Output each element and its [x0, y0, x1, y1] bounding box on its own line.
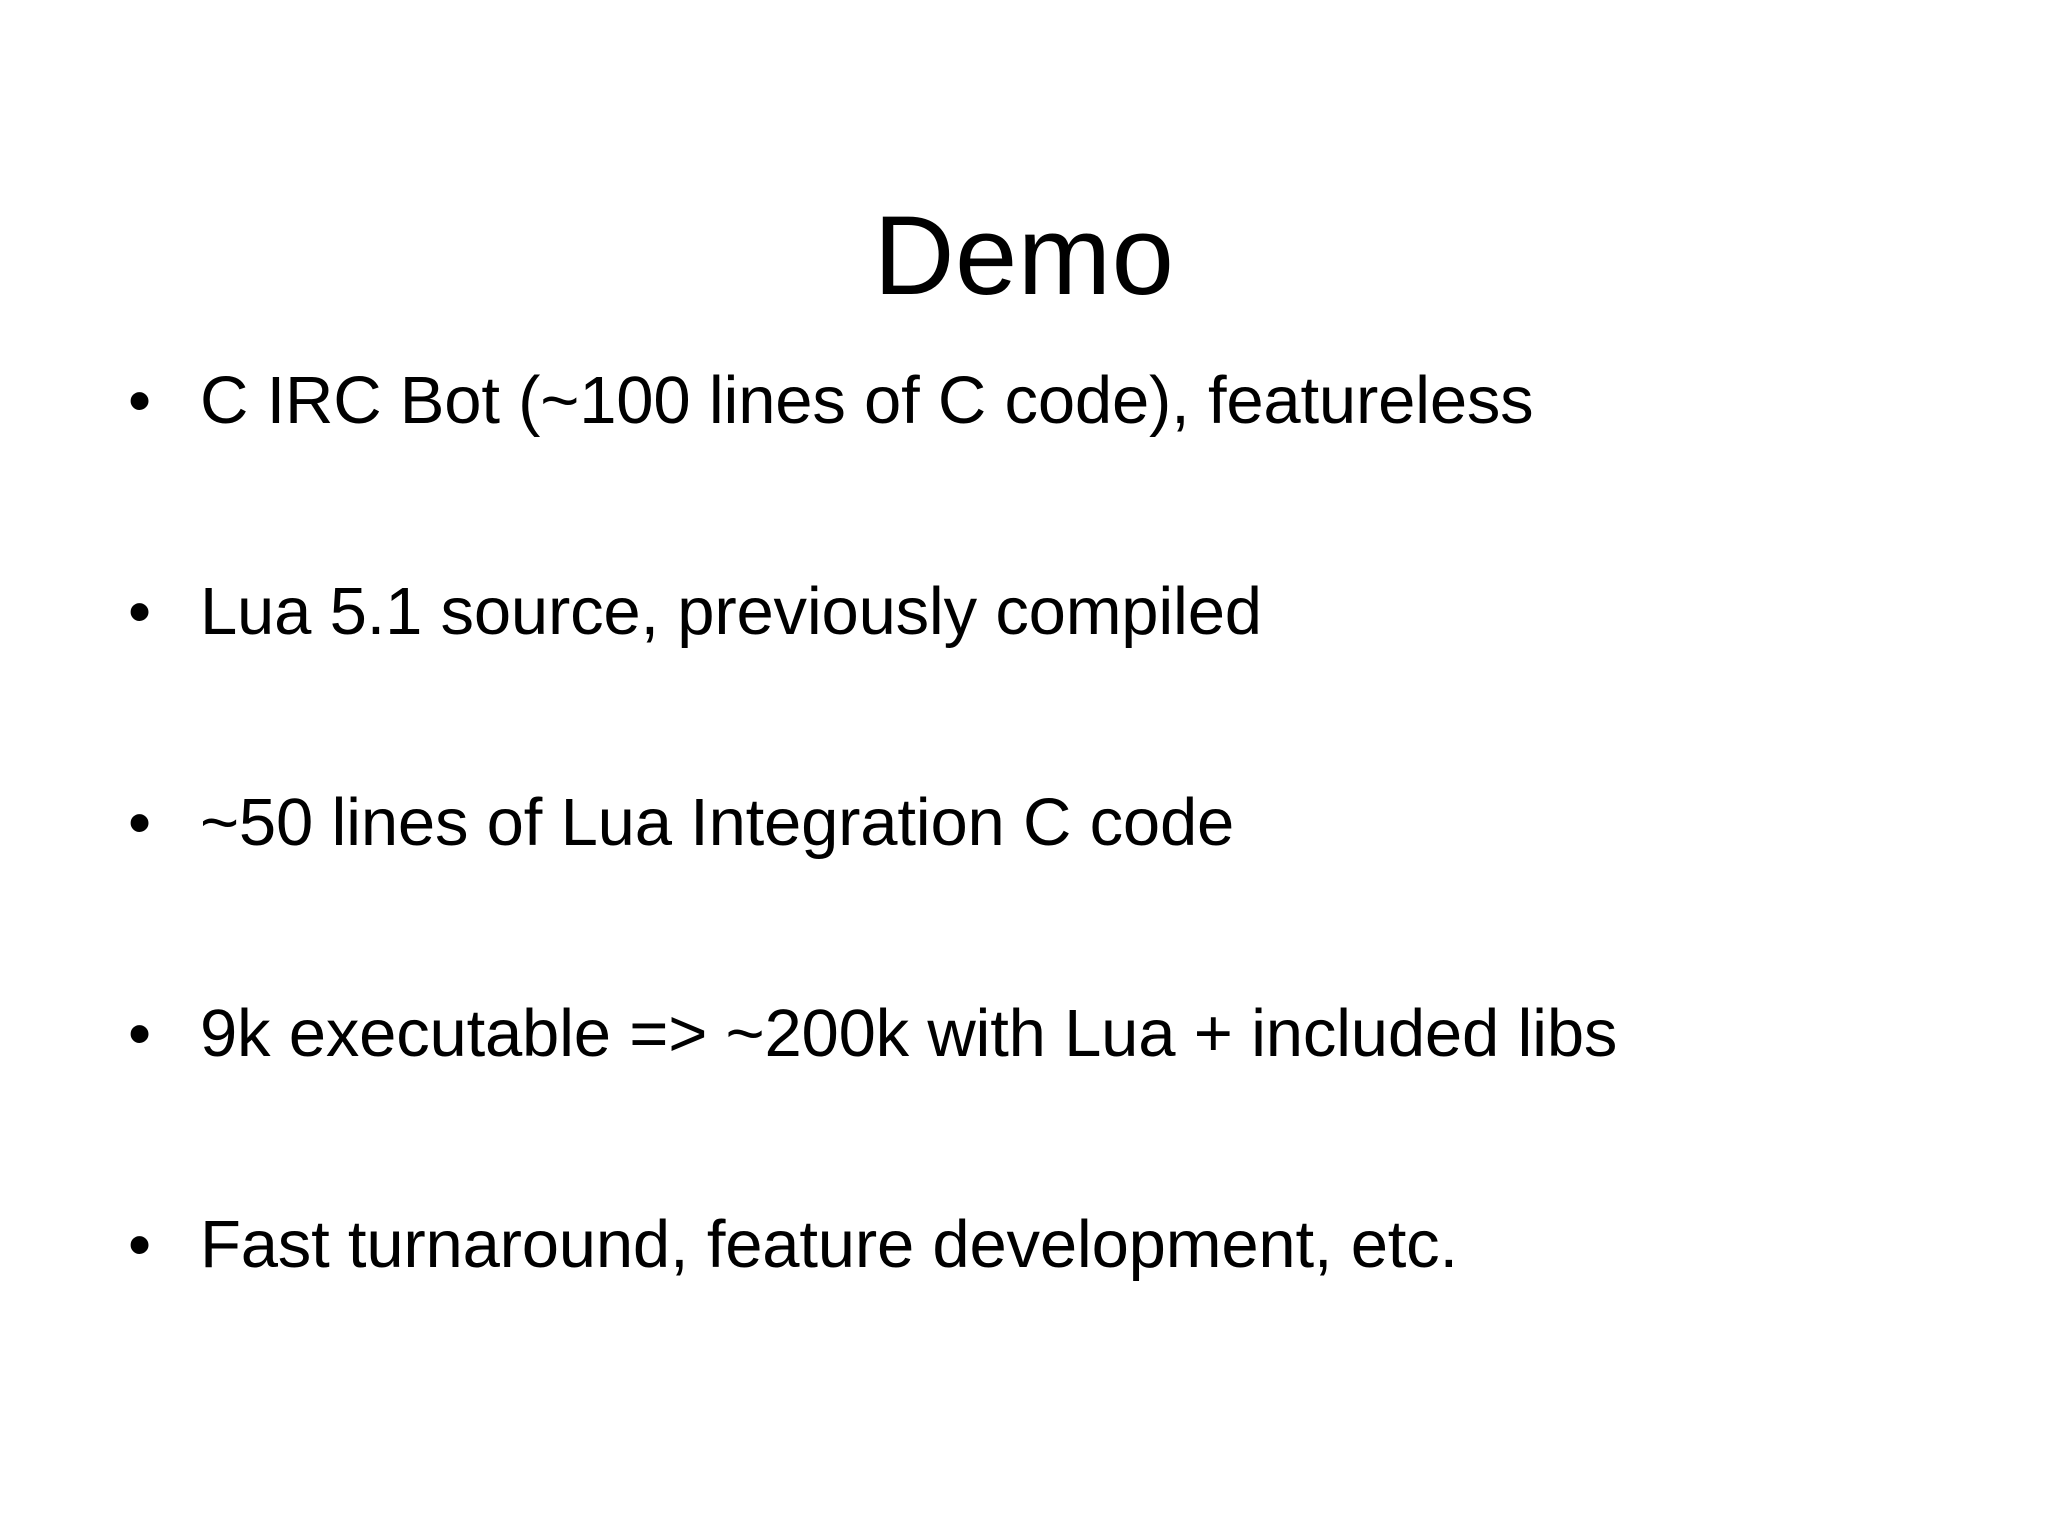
list-item: • Fast turnaround, feature development, …: [112, 1196, 1952, 1293]
bullet-point-icon: •: [128, 363, 152, 437]
bullet-point-icon: •: [128, 1207, 152, 1281]
slide-title: Demo: [873, 193, 1175, 319]
bullet-list: • C IRC Bot (~100 lines of C code), feat…: [112, 352, 1952, 1293]
bullet-text: ~50 lines of Lua Integration C code: [200, 785, 1235, 860]
bullet-point-icon: •: [128, 996, 152, 1070]
list-item: • C IRC Bot (~100 lines of C code), feat…: [112, 352, 1952, 449]
bullet-point-icon: •: [128, 574, 152, 648]
bullet-point-icon: •: [128, 785, 152, 859]
list-item: • ~50 lines of Lua Integration C code: [112, 774, 1952, 871]
bullet-text: Lua 5.1 source, previously compiled: [200, 574, 1262, 649]
bullet-text: C IRC Bot (~100 lines of C code), featur…: [200, 363, 1534, 438]
bullet-text: Fast turnaround, feature development, et…: [200, 1207, 1458, 1282]
list-item: • Lua 5.1 source, previously compiled: [112, 563, 1952, 660]
bullet-text: 9k executable => ~200k with Lua + includ…: [200, 996, 1618, 1071]
list-item: • 9k executable => ~200k with Lua + incl…: [112, 985, 1952, 1082]
